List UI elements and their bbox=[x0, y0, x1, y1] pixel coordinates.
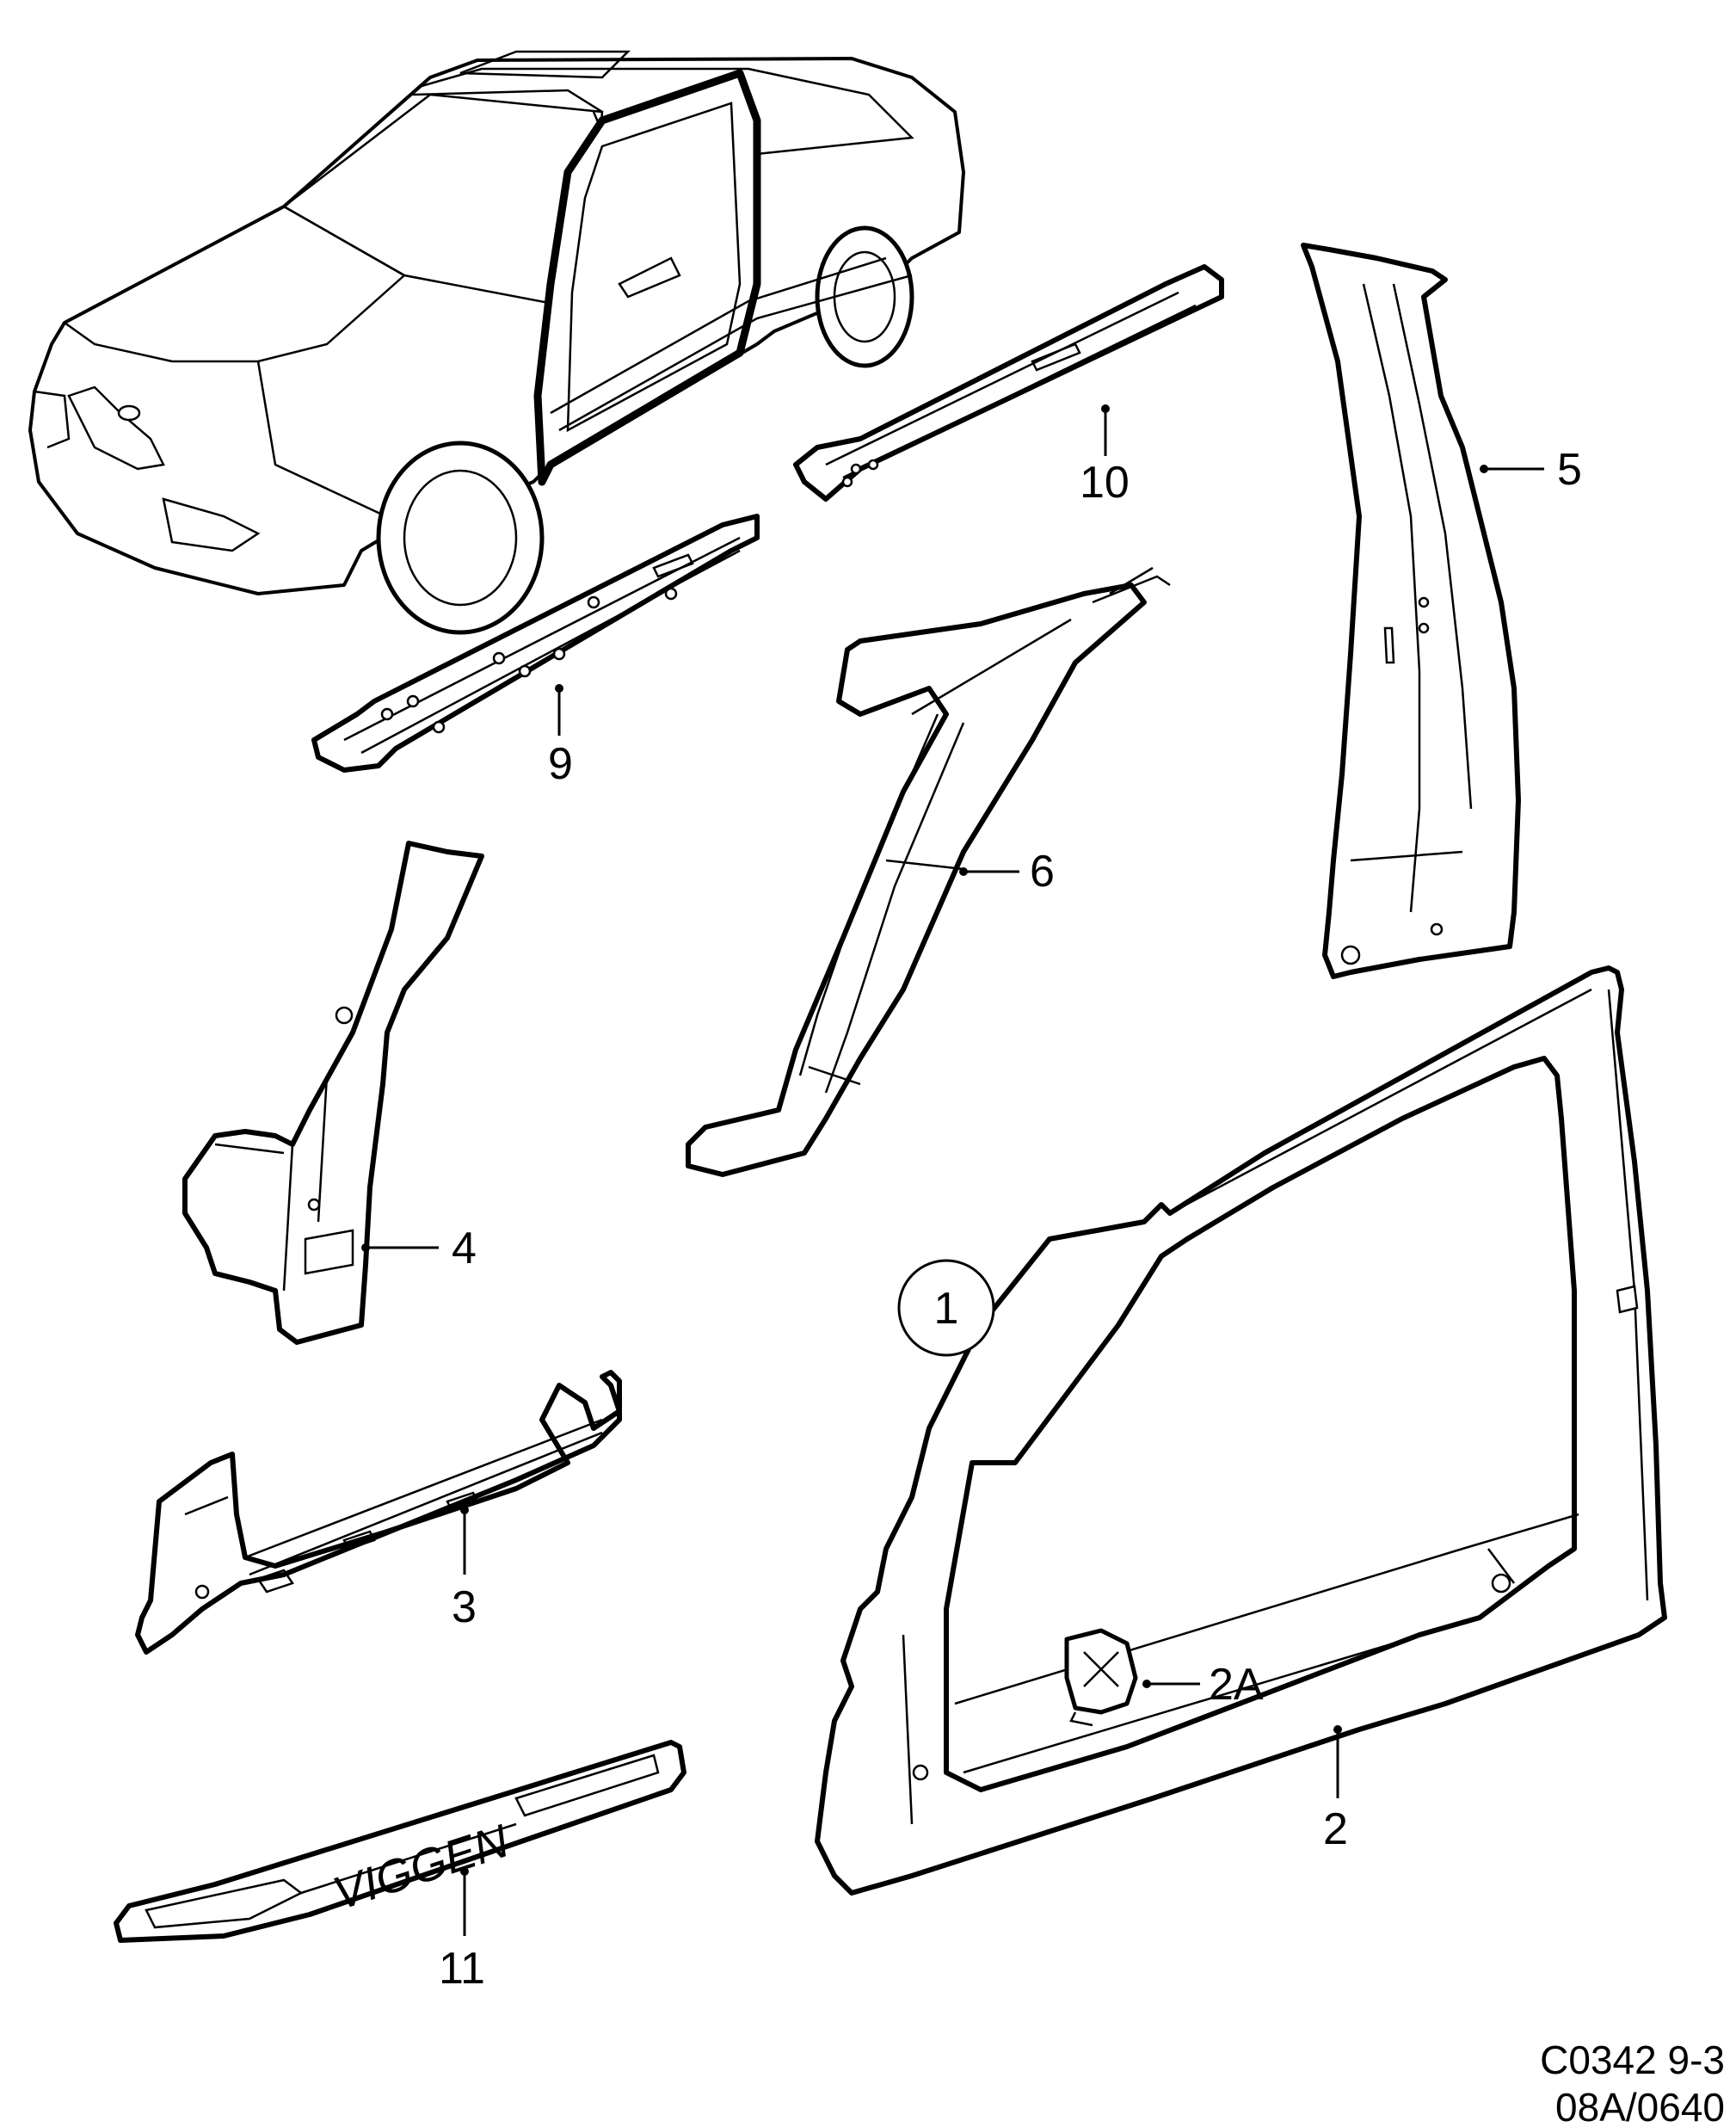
reference-code: C0342 9-3 08A/0640 bbox=[1540, 2038, 1725, 2127]
callout-9: 9 bbox=[548, 739, 573, 789]
callout-2a: 2A bbox=[1209, 1660, 1264, 1710]
reference-line-1: C0342 9-3 bbox=[1540, 2038, 1725, 2082]
callout-3: 3 bbox=[452, 1582, 477, 1632]
part-3-sill-reinforcement bbox=[135, 1370, 622, 1655]
callout-6: 6 bbox=[1030, 847, 1055, 897]
part-9-rail bbox=[311, 514, 760, 773]
part-2-side-frame bbox=[815, 965, 1667, 1896]
leader-lines bbox=[361, 404, 1544, 1936]
circled-callout-1: 1 bbox=[897, 1259, 995, 1357]
callout-4: 4 bbox=[452, 1224, 477, 1273]
callout-5: 5 bbox=[1557, 445, 1582, 495]
part-5-b-pillar bbox=[1301, 243, 1521, 979]
reference-line-2: 08A/0640 bbox=[1555, 2085, 1725, 2127]
part-6-a-pillar bbox=[686, 566, 1171, 1177]
part-4-lower-pillar bbox=[182, 841, 484, 1345]
callout-11: 11 bbox=[439, 1944, 485, 1994]
callout-1: 1 bbox=[934, 1284, 959, 1334]
part-11-sill-plate bbox=[114, 1740, 686, 1943]
callout-10: 10 bbox=[1080, 458, 1130, 508]
part-10-roof-rail bbox=[793, 264, 1224, 502]
part-2a-clip bbox=[1064, 1628, 1138, 1727]
callout-labels: 10 9 5 6 4 3 2A 2 11 bbox=[439, 445, 1582, 1994]
car-overview-illustration bbox=[28, 50, 965, 635]
callout-2: 2 bbox=[1323, 1804, 1348, 1854]
